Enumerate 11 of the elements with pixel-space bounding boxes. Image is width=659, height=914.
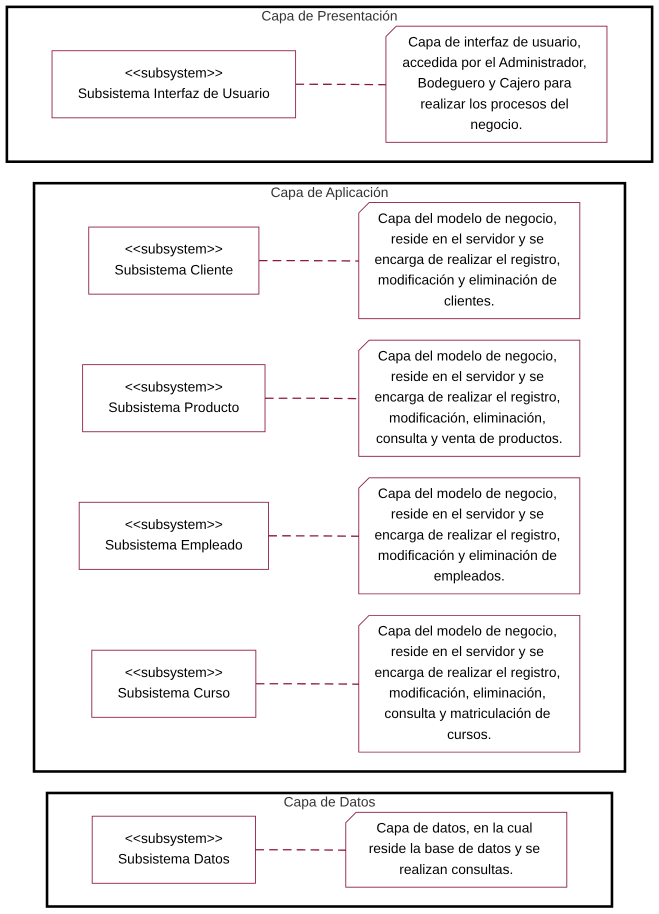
connector xyxy=(268,535,360,537)
node-box: <<subsystem>> Subsistema Cliente xyxy=(88,226,260,295)
node-box: <<subsystem>> Subsistema Interfaz de Usuario xyxy=(52,50,296,118)
connector xyxy=(258,260,360,262)
node-box: <<subsystem>> Subsistema Datos xyxy=(92,816,256,884)
node-box: <<subsystem>> Subsistema Curso xyxy=(91,650,256,718)
connector xyxy=(256,683,360,685)
connector xyxy=(296,84,386,86)
connector xyxy=(255,849,346,851)
node-box: <<subsystem>> Subsistema Empleado xyxy=(78,502,269,570)
node-box: <<subsystem>> Subsistema Producto xyxy=(82,364,266,432)
